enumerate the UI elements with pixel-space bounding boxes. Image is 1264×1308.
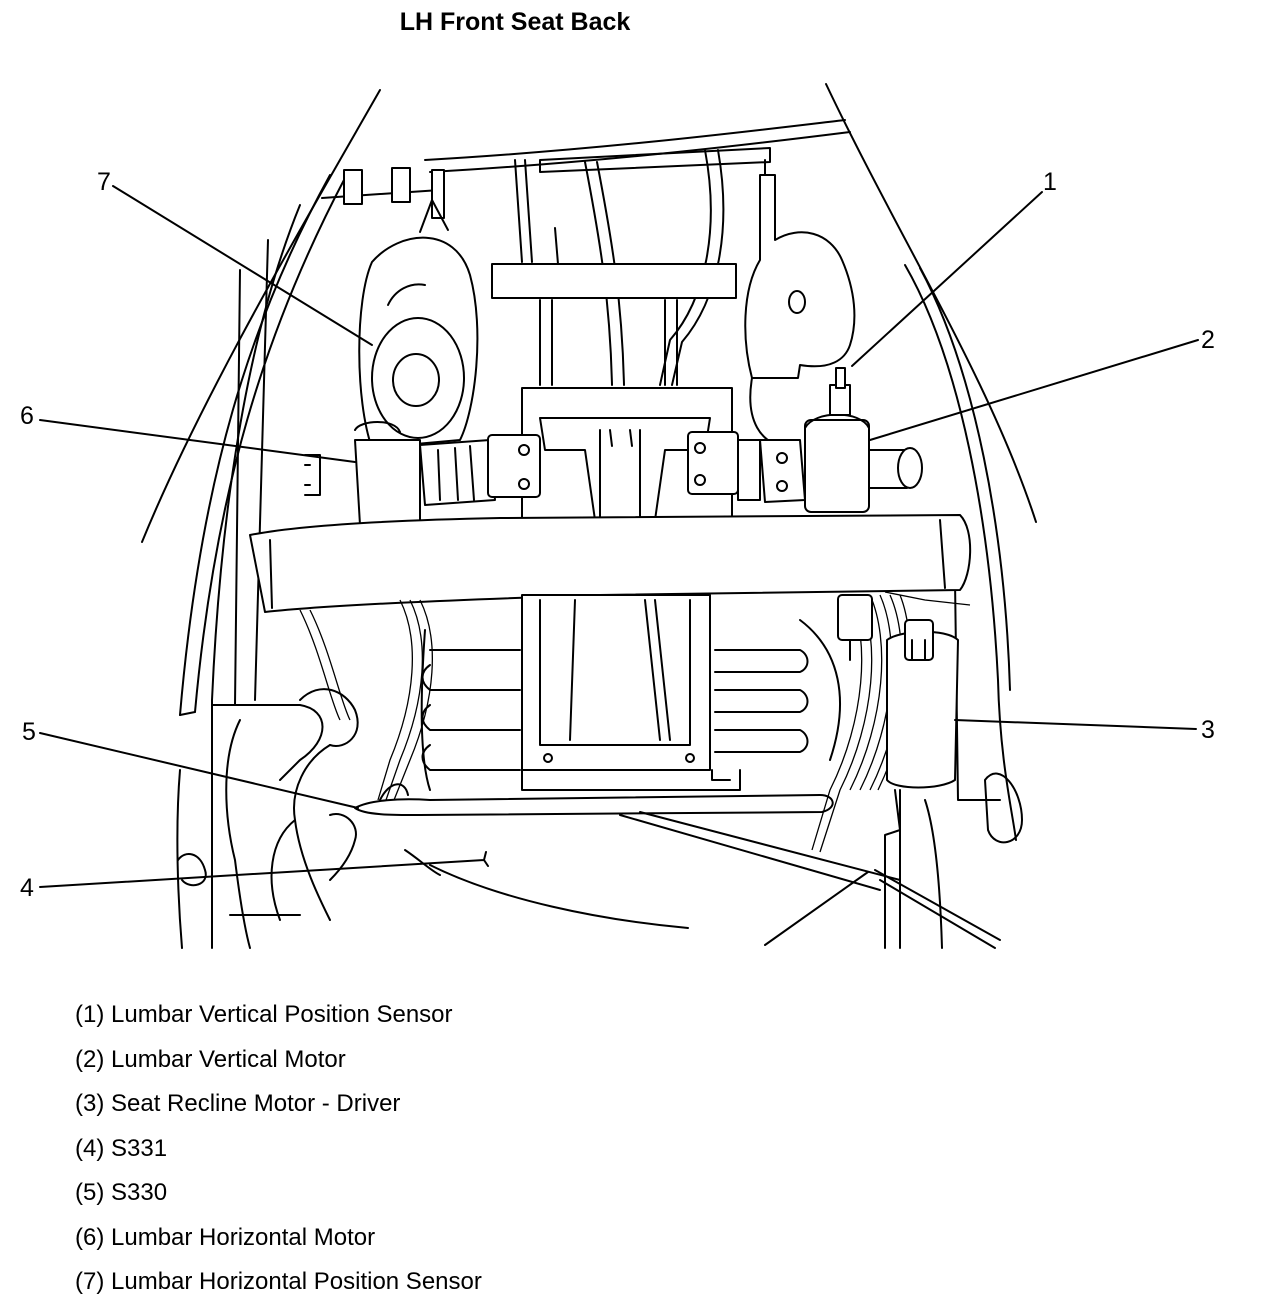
legend-item: (6) Lumbar Horizontal Motor xyxy=(75,1223,376,1251)
right-frame-rails xyxy=(899,264,1023,949)
leader-line-6 xyxy=(39,419,356,463)
callout-4: 4 xyxy=(20,874,34,902)
lumbar-horizontal-motor xyxy=(304,421,541,526)
lower-center-channel xyxy=(521,594,741,791)
legend-item: (7) Lumbar Horizontal Position Sensor xyxy=(75,1268,482,1295)
callout-1: 1 xyxy=(1043,168,1057,196)
callout-2: 2 xyxy=(1201,326,1215,354)
callout-5: 5 xyxy=(22,718,36,746)
seat-back-outline xyxy=(141,83,1037,543)
callout-7: 7 xyxy=(97,168,111,196)
leader-line-1 xyxy=(851,191,1043,367)
leader-lines xyxy=(39,185,1199,888)
callout-6: 6 xyxy=(20,402,34,430)
callout-labels: 1 2 3 4 5 6 7 xyxy=(20,168,1215,902)
top-cross-rods xyxy=(321,119,851,219)
seat-back-illustration: 1 2 3 4 5 6 7 xyxy=(20,83,1215,949)
lumbar-horizontal-position-sensor xyxy=(358,199,479,449)
legend-item: (5) S330 xyxy=(75,1179,168,1206)
leader-line-2 xyxy=(869,339,1199,441)
legend-item: (4) S331 xyxy=(75,1134,168,1162)
callout-3: 3 xyxy=(1201,716,1215,744)
legend-item: (2) Lumbar Vertical Motor xyxy=(75,1045,346,1073)
component-legend: (1) Lumbar Vertical Position Sensor (2) … xyxy=(75,996,482,1308)
diagram-title: LH Front Seat Back xyxy=(399,8,631,36)
leader-line-3 xyxy=(954,719,1197,730)
leader-line-7 xyxy=(112,185,373,346)
bottom-tray xyxy=(354,783,1001,949)
lumbar-vertical-motor xyxy=(687,367,923,513)
center-channel xyxy=(491,149,737,521)
leader-line-5 xyxy=(39,732,359,809)
seat-recline-motor xyxy=(884,619,959,949)
legend-item: (3) Seat Recline Motor - Driver xyxy=(75,1090,401,1117)
cross-bar xyxy=(249,514,972,613)
leader-line-4 xyxy=(39,851,489,888)
legend-item: (1) Lumbar Vertical Position Sensor xyxy=(75,1001,453,1028)
